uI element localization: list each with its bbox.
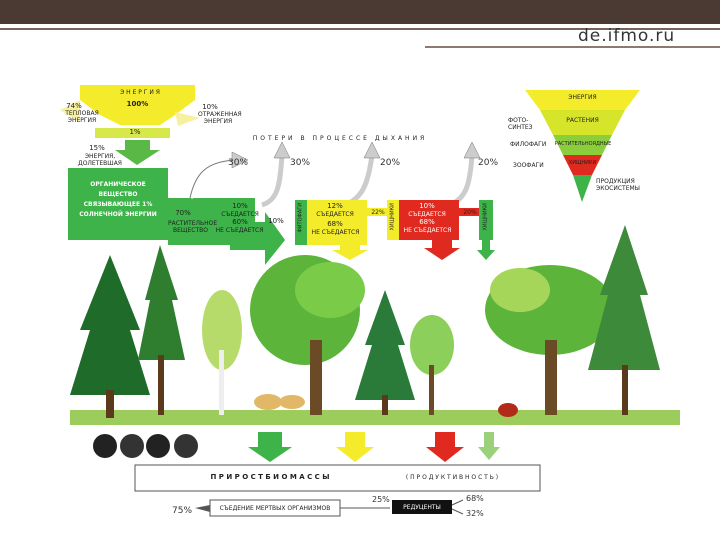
loss-pct-2: 30% xyxy=(290,158,311,168)
decay-dead-label: СЪЕДЕНИЕ МЕРТВЫХ ОРГАНИЗМОВ xyxy=(219,505,331,512)
energy-band-1pct xyxy=(95,128,170,138)
decay-mid-pct: 25% xyxy=(372,495,390,504)
loss-arrow-4 xyxy=(448,154,475,208)
organic-text: ОРГАНИЧЕСКОЕ ВЕЩЕСТВО СВЯЗЫВАЮЩЕЕ 1% СОЛ… xyxy=(79,181,157,218)
herbivores-eaten: СЪЕДАЕТСЯ xyxy=(316,211,354,218)
energy-used-pct: 1% xyxy=(129,128,141,136)
plants-side-pct: 10% xyxy=(268,217,284,225)
energy-right-arrow xyxy=(175,112,200,126)
energy-source-shape xyxy=(80,85,195,125)
pyramid-level-2: РАСТИТЕЛЬНОЯДНЫЕ xyxy=(554,141,612,147)
loss-arrowhead-1 xyxy=(231,151,249,169)
biomass-arrow-lightgreen xyxy=(478,432,500,460)
pyramid-level-1: РАСТЕНИЯ xyxy=(566,117,599,124)
pyramid-lime xyxy=(540,110,625,135)
pyramid-side-1: ФОТО-СИНТЕЗ xyxy=(508,117,533,131)
pyramid-tip xyxy=(573,175,592,202)
herbivore-arrow xyxy=(332,245,368,260)
decay-right-pct-1: 68% xyxy=(466,494,484,503)
biomass-arrow-yellow xyxy=(336,432,374,462)
header-divider xyxy=(0,28,720,30)
energy-right-pct: 10% xyxy=(202,103,218,111)
plants-pct: 70% xyxy=(175,209,191,217)
predators-eaten-pct: 10% xyxy=(419,202,435,210)
soil-organism-4 xyxy=(174,434,198,458)
pyramid-level-3: ХИЩНИКИ xyxy=(568,160,597,166)
loss-pct-3: 20% xyxy=(380,158,401,168)
pyramid-title: ЭНЕРГИЯ xyxy=(568,94,597,101)
energy-title: Э Н Е Р Г И Я xyxy=(120,89,160,96)
soil-organism-3 xyxy=(146,434,170,458)
pyramid-red xyxy=(563,155,602,175)
energy-right-label: ОТРАЖЕННАЯ ЭНЕРГИЯ xyxy=(198,111,242,125)
pyramid-side-3: ЗООФАГИ xyxy=(513,162,544,169)
plants-eaten-pct: 10% xyxy=(232,202,248,210)
energy-bottom-pct: 15% xyxy=(89,144,105,152)
loss-arrowhead-3 xyxy=(363,141,381,159)
biomass-arrow-green xyxy=(248,432,292,462)
predators-vlabel: ХИЩНИКИ xyxy=(389,203,396,231)
forest-illustration xyxy=(70,225,680,425)
decay-right-pct-2: 32% xyxy=(466,509,484,518)
top-predator-vbar xyxy=(479,200,493,240)
site-name: de.ifmo.ru xyxy=(578,26,676,46)
predators-noteaten-pct: 68% xyxy=(419,218,435,226)
energy-down-arrow xyxy=(115,140,160,165)
energy-left-pct: 74% xyxy=(66,102,82,110)
plants-label: РАСТИТЕЛЬНОЕ ВЕЩЕСТВО xyxy=(168,220,218,234)
soil-organism-1 xyxy=(93,434,117,458)
loss-pct-4: 20% xyxy=(478,158,499,168)
loss-arrow-1-line xyxy=(189,159,241,199)
loss-arrowhead-2 xyxy=(273,141,291,159)
pyramid-side-2: ФИЛОФАГИ xyxy=(510,141,547,148)
herbivores-eaten-pct: 12% xyxy=(327,202,343,210)
herbivore-side xyxy=(367,208,387,216)
pyramid-tip-label: ПРОДУКЦИЯ ЭКОСИСТЕМЫ xyxy=(596,178,640,192)
reducers-label: РЕДУЦЕНТЫ xyxy=(403,504,441,511)
predators-side-pct: 20% xyxy=(463,209,477,216)
predator-box xyxy=(399,200,459,240)
herbivore-box xyxy=(307,200,367,245)
biomass-paren: ( П Р О Д У К Т И В Н О С Т Ь ) xyxy=(405,474,499,481)
loss-pct-1: 30% xyxy=(228,158,249,168)
plant-arrow xyxy=(230,212,285,265)
loss-arrow-2 xyxy=(261,154,285,208)
energy-bottom-label: ЭНЕРГИЯ, ДОЛЕТЕВШАЯ xyxy=(78,153,122,167)
header-divider-short xyxy=(425,46,720,48)
herbivores-noteaten: НЕ СЪЕДАЕТСЯ xyxy=(311,229,360,236)
decay-arrow-left xyxy=(195,505,210,512)
soil-organism-2 xyxy=(120,434,144,458)
biomass-arrow-red xyxy=(426,432,464,462)
predators-noteaten: НЕ СЪЕДАЕТСЯ xyxy=(403,227,452,234)
herbivores-noteaten-pct: 68% xyxy=(327,220,343,228)
title-bar xyxy=(0,0,720,24)
loss-arrowhead-4 xyxy=(463,141,481,159)
predators-eaten: СЪЕДАЕТСЯ xyxy=(408,211,446,218)
energy-left-arrow xyxy=(60,100,80,122)
loss-arrow-3 xyxy=(343,154,375,208)
herbivores-side-pct: 22% xyxy=(371,209,385,216)
organic-box xyxy=(68,168,168,240)
herbivores-vlabel: ФИТОФАГИ xyxy=(297,202,304,233)
pyramid-green xyxy=(553,135,612,155)
predator-side xyxy=(459,208,479,216)
losses-title: ПОТЕРИ В ПРОЦЕССЕ ДЫХАНИЯ xyxy=(252,135,428,142)
herbivore-vbar xyxy=(295,200,307,245)
energy-left-label: ТЕПЛОВАЯ ЭНЕРГИЯ xyxy=(65,110,99,124)
plants-noteaten-pct: 60% xyxy=(232,218,248,226)
predator-vbar xyxy=(387,200,399,240)
plants-noteaten: НЕ СЪЕДАЕТСЯ xyxy=(215,227,264,234)
reducers-box xyxy=(392,500,452,514)
decay-left-pct: 75% xyxy=(172,506,193,516)
predator-arrow xyxy=(424,240,460,260)
pyramid-yellow xyxy=(525,90,640,110)
biomass-label: П Р И Р О С Т Б И О М А С С Ы xyxy=(210,473,330,481)
biomass-box xyxy=(134,464,541,492)
top-predators-vlabel: ХИЩНИКИ xyxy=(482,203,489,231)
top-predator-arrow xyxy=(477,240,495,260)
energy-total: 100% xyxy=(126,100,149,108)
plants-eaten: СЪЕДАЕТСЯ xyxy=(221,211,259,218)
